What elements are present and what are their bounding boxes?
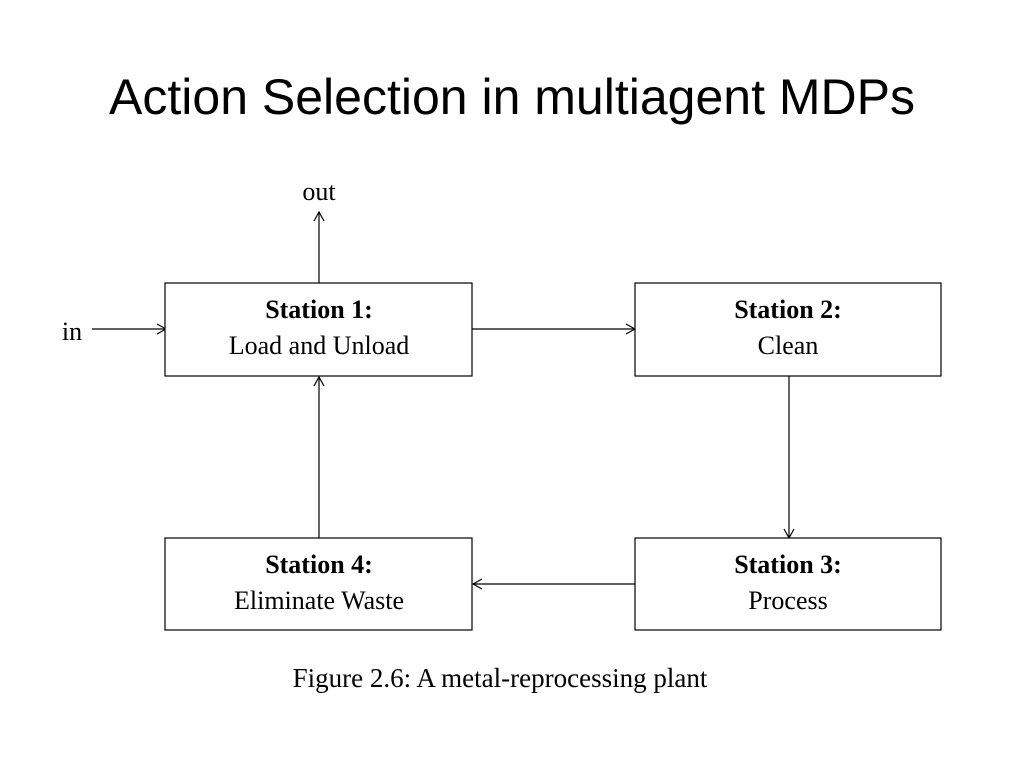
input-label: in bbox=[62, 317, 82, 346]
station-3-task: Process bbox=[748, 586, 827, 615]
slide-title: Action Selection in multiagent MDPs bbox=[109, 69, 915, 125]
output-label: out bbox=[302, 177, 336, 206]
station-1-box: Station 1: Load and Unload bbox=[164, 282, 473, 377]
station-4-heading: Station 4: bbox=[265, 550, 373, 579]
station-4-box: Station 4: Eliminate Waste bbox=[164, 537, 473, 631]
station-3-box: Station 3: Process bbox=[634, 537, 942, 631]
station-3-heading: Station 3: bbox=[734, 550, 842, 579]
station-2-heading: Station 2: bbox=[734, 295, 842, 324]
station-4-task: Eliminate Waste bbox=[234, 586, 404, 615]
station-1-task: Load and Unload bbox=[229, 331, 410, 360]
station-1-heading: Station 1: bbox=[265, 295, 373, 324]
station-2-task: Clean bbox=[758, 331, 819, 360]
figure-caption: Figure 2.6: A metal-reprocessing plant bbox=[292, 663, 708, 693]
station-2-box: Station 2: Clean bbox=[634, 282, 942, 377]
